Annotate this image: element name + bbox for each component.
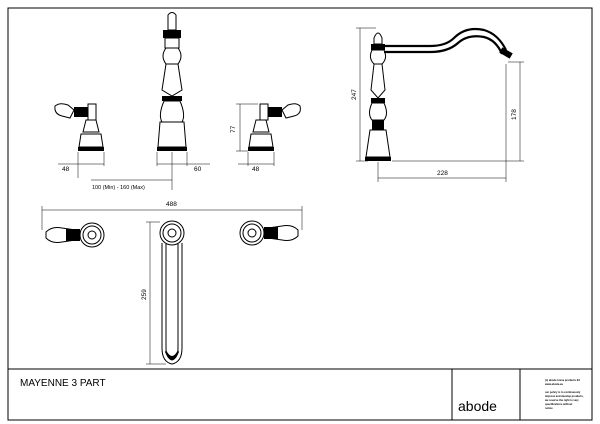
plan-left-handle [45, 222, 105, 248]
plan-spout [159, 220, 185, 365]
product-title: MAYENNE 3 PART [20, 378, 106, 389]
plan-right-handle [239, 220, 299, 246]
fine-print-line: specifications without [545, 402, 572, 406]
dim-front-centres: 100 (Min) - 160 (Max) [92, 185, 145, 191]
side-elevation-view: 247 178 228 [351, 27, 524, 182]
dim-front-spout-base-width: 60 [194, 166, 202, 173]
fine-print-line: we reserve the right to vary [545, 398, 579, 402]
dim-plan-total-width: 488 [166, 201, 177, 208]
dim-front-handle-height: 77 [230, 125, 237, 133]
dim-side-outlet-height: 178 [511, 109, 518, 120]
plan-view: 488 259 [41, 201, 303, 365]
fine-print: (c) abode home products ltd www.abode.eu… [545, 378, 584, 410]
dim-side-reach: 228 [437, 170, 448, 177]
drawing-border [7, 7, 593, 421]
dim-front-right-handle-width: 48 [252, 166, 260, 173]
fine-print-line: (c) abode home products ltd [545, 378, 580, 382]
front-centre-spout [157, 12, 187, 151]
dim-plan-spout-length: 259 [141, 289, 148, 300]
fine-print-line: www.abode.eu [545, 382, 563, 386]
front-right-handle [248, 103, 301, 151]
fine-print-line: notice [545, 406, 553, 410]
brand-logo: abode [458, 398, 497, 414]
dim-side-total-height: 247 [351, 89, 358, 100]
dim-front-left-handle-width: 48 [62, 166, 70, 173]
front-left-handle [54, 103, 104, 151]
front-elevation-view: 48 60 100 (Min) - 160 (Max) 77 48 [54, 12, 301, 191]
fine-print-line: improve and develop products, [545, 394, 584, 398]
fine-print-line: our policy is to continuously [545, 390, 581, 394]
